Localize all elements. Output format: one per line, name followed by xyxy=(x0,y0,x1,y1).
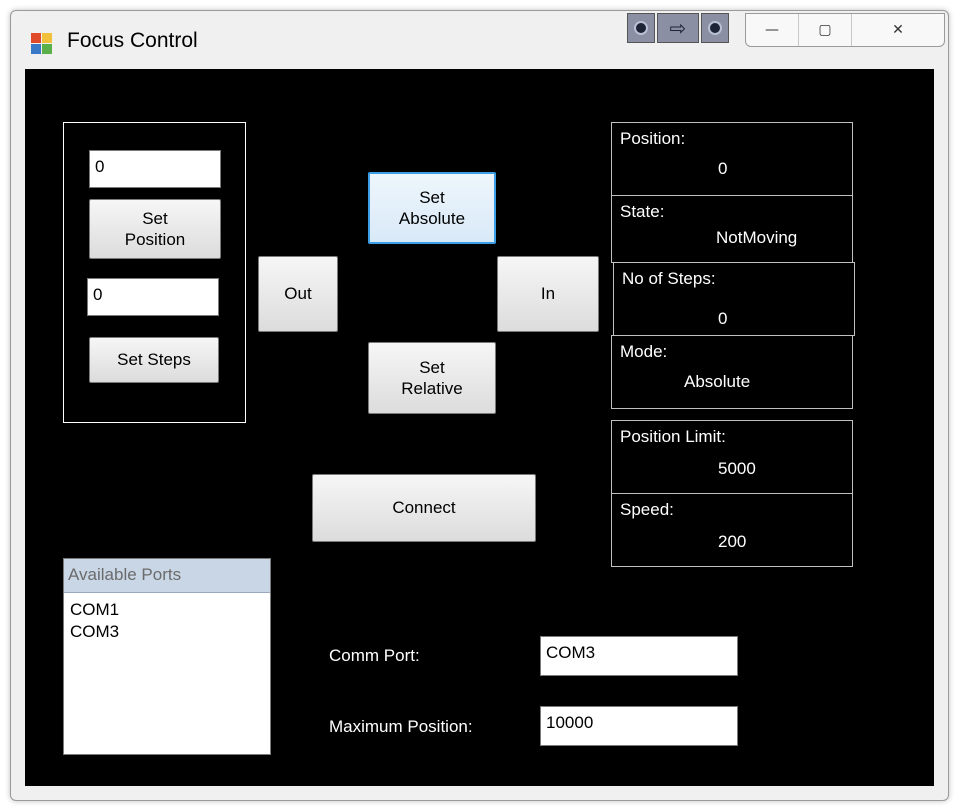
in-button[interactable]: In xyxy=(497,256,599,332)
state-status: State: NotMoving xyxy=(611,195,853,263)
steps-status-label: No of Steps: xyxy=(622,269,716,288)
set-position-label-2: Position xyxy=(124,230,186,249)
set-position-label-1: Set xyxy=(142,208,168,228)
set-relative-label-1: Set xyxy=(419,357,445,377)
maximize-icon: ▢ xyxy=(818,22,832,38)
state-status-value: NotMoving xyxy=(716,228,798,247)
position-status-label: Position: xyxy=(620,129,686,148)
position-group-box xyxy=(63,122,246,423)
arrow-right-icon: ⇨ xyxy=(669,16,687,40)
out-button[interactable]: Out xyxy=(258,256,338,332)
list-item[interactable]: COM1 xyxy=(70,600,120,619)
minimize-button[interactable]: — xyxy=(746,14,799,46)
title-bar[interactable]: Focus Control ⇨ — ▢ ✕ xyxy=(11,11,948,69)
record-dot-icon xyxy=(634,21,648,35)
state-status-label: State: xyxy=(620,202,665,221)
app-icon xyxy=(31,33,53,55)
mode-status-value: Absolute xyxy=(684,372,751,391)
steps-input[interactable]: 0 xyxy=(87,278,219,316)
switch-button[interactable]: ⇨ xyxy=(657,13,699,43)
list-item[interactable]: COM3 xyxy=(70,622,120,641)
speed-status: Speed: 200 xyxy=(611,493,853,567)
steps-status-value: 0 xyxy=(718,309,728,328)
maximum-position-input[interactable]: 10000 xyxy=(540,706,738,746)
mode-status-label: Mode: xyxy=(620,342,668,361)
available-ports-listbox[interactable]: Available Ports COM1 COM3 xyxy=(63,558,271,755)
close-icon: ✕ xyxy=(892,22,904,38)
position-limit-value: 5000 xyxy=(718,459,756,478)
mode-status: Mode: Absolute xyxy=(611,335,853,409)
available-ports-header: Available Ports xyxy=(64,559,270,593)
close-button[interactable]: ✕ xyxy=(852,14,944,46)
steps-status: No of Steps: 0 xyxy=(613,262,855,336)
record-right-button[interactable] xyxy=(701,13,729,43)
position-status-value: 0 xyxy=(718,159,728,178)
record-left-button[interactable] xyxy=(627,13,655,43)
record-dot-icon xyxy=(708,21,722,35)
window-title: Focus Control xyxy=(67,29,198,52)
maximum-position-label: Maximum Position: xyxy=(329,717,473,736)
comm-port-label: Comm Port: xyxy=(329,646,420,665)
window-controls: — ▢ ✕ xyxy=(745,13,945,47)
camera-toolbar: ⇨ xyxy=(627,13,729,43)
set-absolute-label-1: Set xyxy=(419,187,445,207)
maximize-button[interactable]: ▢ xyxy=(799,14,852,46)
minimize-icon: — xyxy=(765,22,779,38)
speed-status-value: 200 xyxy=(718,532,747,551)
comm-port-input[interactable]: COM3 xyxy=(540,636,738,676)
speed-status-label: Speed: xyxy=(620,500,674,519)
position-limit-status: Position Limit: 5000 xyxy=(611,420,853,494)
set-absolute-label-2: Absolute xyxy=(398,209,466,228)
set-relative-label-2: Relative xyxy=(401,379,463,398)
position-input[interactable]: 0 xyxy=(89,150,221,188)
connect-button[interactable]: Connect xyxy=(312,474,536,542)
set-steps-button[interactable]: Set Steps xyxy=(89,337,219,383)
position-status: Position: 0 xyxy=(611,122,853,196)
position-limit-label: Position Limit: xyxy=(620,427,726,446)
